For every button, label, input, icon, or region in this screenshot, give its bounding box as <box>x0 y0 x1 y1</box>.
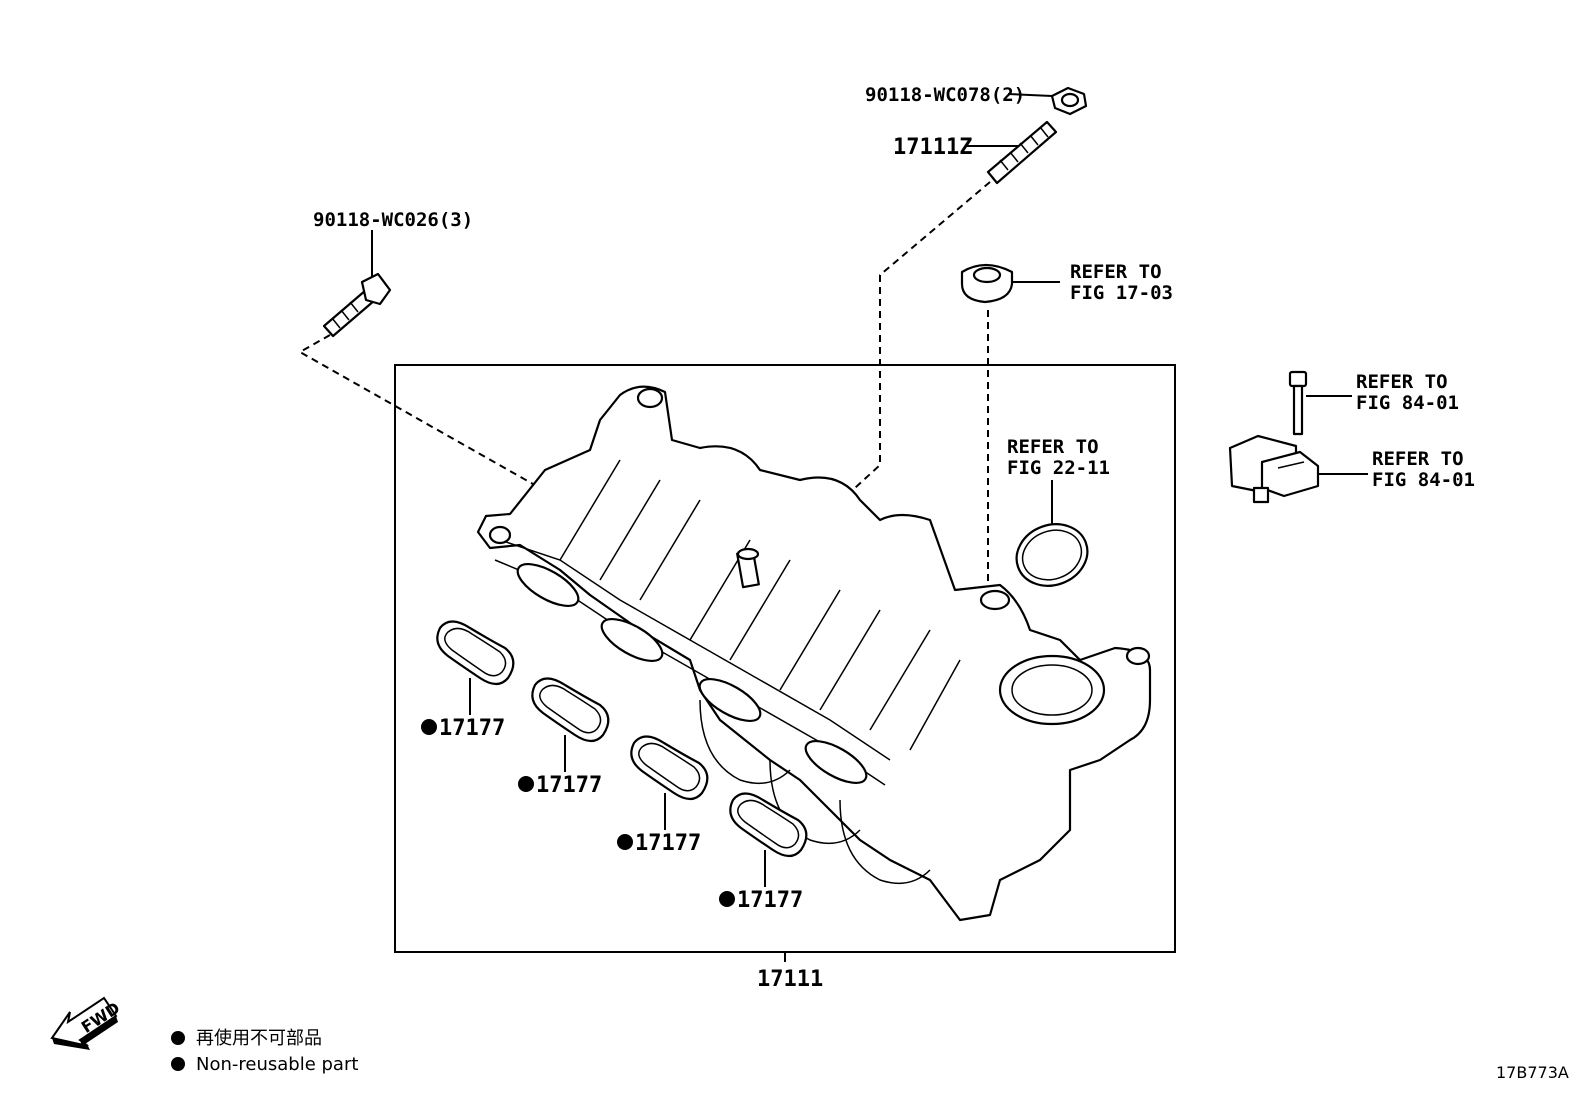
bolt-left-icon <box>322 272 392 338</box>
bolt-left-install-path <box>297 334 542 521</box>
legend-bullet-en <box>171 1057 185 1071</box>
nut-leader <box>1007 93 1053 97</box>
legend-bullet-jp <box>171 1031 185 1045</box>
gasket-part-number-2: 17177 <box>536 773 602 798</box>
non-reusable-bullet-1 <box>421 719 437 735</box>
refer-84-01-bolt-line1: REFER TO <box>1356 371 1448 393</box>
refer-22-11-line1: REFER TO <box>1007 436 1099 458</box>
refer-17-03-line2: FIG 17-03 <box>1070 282 1173 304</box>
o-ring-inner <box>1021 529 1083 581</box>
nut-icon <box>1050 86 1088 116</box>
grommet-icon <box>960 263 1014 304</box>
gasket-part-number-4: 17177 <box>737 888 803 913</box>
o-ring-icon <box>1015 523 1089 587</box>
stud-icon <box>986 120 1058 185</box>
refer-17-03-line1: REFER TO <box>1070 261 1162 283</box>
non-reusable-bullet-4 <box>719 891 735 907</box>
gasket-icon-4 <box>729 792 808 858</box>
gasket-icon-2 <box>531 677 610 743</box>
nut-part-number: 90118-WC078(2) <box>865 84 1025 106</box>
gasket-part-number-1: 17177 <box>439 716 505 741</box>
gasket-part-number-3: 17177 <box>635 831 701 856</box>
gasket-icon-1 <box>436 620 515 686</box>
gasket-icon-3 <box>630 735 709 801</box>
legend-english: Non-reusable part <box>196 1054 358 1075</box>
refer-22-11-line2: FIG 22-11 <box>1007 457 1110 479</box>
non-reusable-bullet-3 <box>617 834 633 850</box>
stud-part-number: 17111Z <box>893 135 972 160</box>
map-sensor-icon <box>1228 434 1320 504</box>
sensor-bolt-icon <box>1288 370 1308 436</box>
intake-manifold-icon <box>476 385 1152 922</box>
refer-84-01-bolt-line2: FIG 84-01 <box>1356 392 1459 414</box>
manifold-part-number: 17111 <box>757 967 823 992</box>
diagram-code: 17B773A <box>1496 1063 1569 1082</box>
refer-84-01-sensor-line2: FIG 84-01 <box>1372 469 1475 491</box>
bolt-left-part-number: 90118-WC026(3) <box>313 209 473 231</box>
refer-84-01-sensor-line1: REFER TO <box>1372 448 1464 470</box>
non-reusable-bullet-2 <box>518 776 534 792</box>
fwd-arrow-icon: FWD <box>50 996 123 1050</box>
legend-japanese: 再使用不可部品 <box>196 1028 322 1049</box>
